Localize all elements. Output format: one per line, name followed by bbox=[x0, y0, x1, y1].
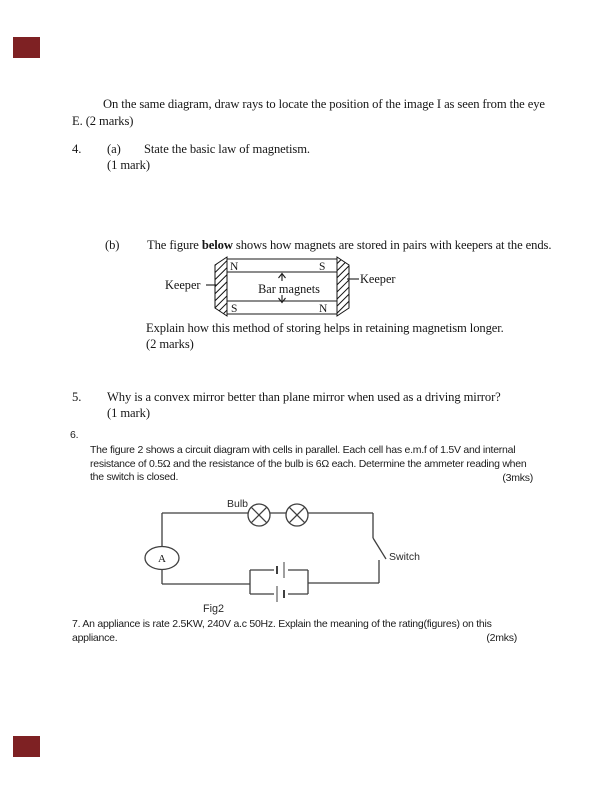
pole-top-right: S bbox=[319, 261, 325, 273]
circuit-figure: A Bulb Switch Fig2 bbox=[144, 498, 420, 615]
q4b-text-bold: below bbox=[201, 238, 233, 252]
q5-marks: (1 mark) bbox=[107, 406, 150, 420]
q5-number: 5. bbox=[72, 390, 82, 404]
pole-bottom-right: N bbox=[319, 303, 328, 315]
ammeter-label: A bbox=[158, 553, 166, 565]
figure-caption: Fig2 bbox=[203, 603, 224, 615]
q4-number: 4. bbox=[72, 142, 82, 156]
q5-text: Why is a convex mirror better than plane… bbox=[107, 390, 501, 404]
q6-line-3: the switch is closed. bbox=[90, 471, 179, 484]
switch-blade bbox=[372, 537, 387, 560]
down-arrow-icon bbox=[278, 295, 286, 304]
up-arrow-icon bbox=[278, 272, 286, 281]
q4b-text: The figure below shows how magnets are s… bbox=[147, 238, 551, 253]
q6-number: 6. bbox=[70, 429, 79, 441]
ammeter-icon bbox=[144, 545, 180, 571]
q4b-explain: Explain how this method of storing helps… bbox=[146, 321, 504, 335]
keeper-left-hatch bbox=[214, 256, 228, 317]
q6-line-1: The figure 2 shows a circuit diagram wit… bbox=[90, 444, 516, 456]
corner-mark-top-left bbox=[13, 37, 40, 58]
keeper-right-label: Keeper bbox=[360, 272, 396, 286]
q4b-marks: (2 marks) bbox=[146, 337, 194, 351]
pole-bottom-left: S bbox=[231, 303, 237, 315]
magnet-keeper-figure: N S S N Bar magnets Keeper Keeper bbox=[165, 256, 396, 317]
switch-label: Switch bbox=[389, 551, 420, 563]
q6-line-2: resistance of 0.5Ω and the resistance of… bbox=[90, 457, 527, 470]
q6-marks: (3mks) bbox=[502, 472, 533, 484]
intro-line-1: On the same diagram, draw rays to locate… bbox=[103, 97, 545, 111]
q4a-marks: (1 mark) bbox=[107, 158, 150, 172]
keeper-left-label: Keeper bbox=[165, 278, 201, 292]
intro-line-2: E. (2 marks) bbox=[72, 114, 134, 128]
q4b-text-pre: The figure bbox=[147, 238, 202, 252]
keeper-right-hatch bbox=[336, 256, 350, 317]
bar-magnets-label: Bar magnets bbox=[258, 282, 320, 296]
corner-mark-bottom-left bbox=[13, 736, 40, 757]
q7-paragraph: 7. An appliance is rate 2.5KW, 240V a.c … bbox=[72, 618, 492, 645]
q7-marks: (2mks) bbox=[486, 632, 517, 644]
q4a-text: State the basic law of magnetism. bbox=[144, 142, 310, 156]
bulb-2-cross-b bbox=[288, 506, 306, 524]
q4a-label: (a) bbox=[107, 142, 121, 156]
bulb-label: Bulb bbox=[227, 498, 248, 510]
q7-line-2: appliance. bbox=[72, 631, 118, 644]
q4b-label: (b) bbox=[105, 238, 120, 252]
bulb-1-cross-b bbox=[250, 506, 268, 524]
top-bar-magnet bbox=[226, 258, 338, 273]
pole-top-left: N bbox=[230, 261, 239, 273]
q7-line-1: 7. An appliance is rate 2.5KW, 240V a.c … bbox=[72, 618, 492, 630]
q6-paragraph: The figure 2 shows a circuit diagram wit… bbox=[90, 444, 527, 485]
q4b-text-post: shows how magnets are stored in pairs wi… bbox=[232, 238, 552, 252]
